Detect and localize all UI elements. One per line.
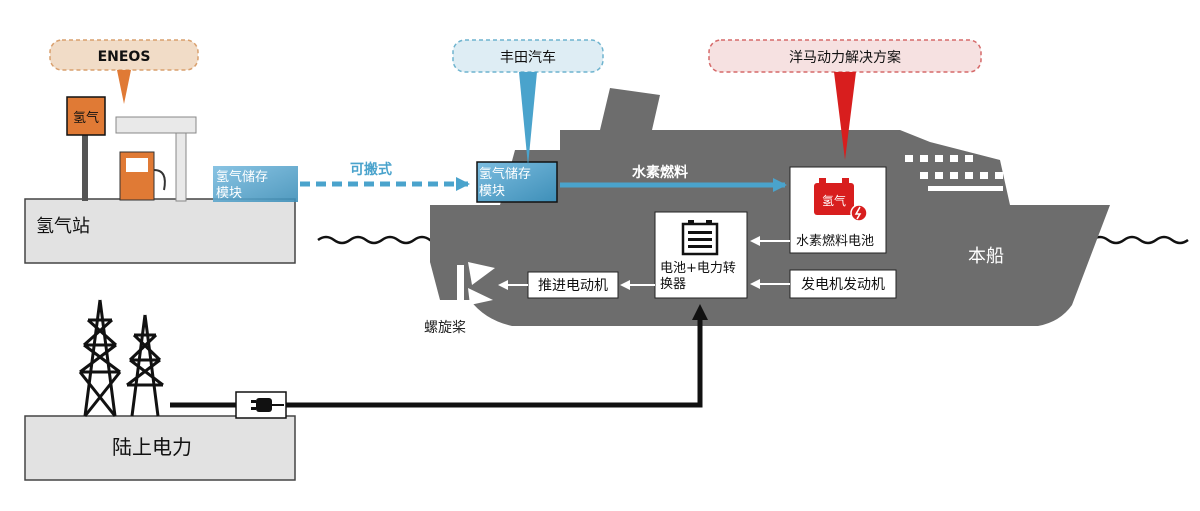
shore-power-line [170, 304, 708, 408]
storage-module-left [213, 166, 298, 202]
shore-power-label: 陆上电力 [112, 435, 192, 459]
plug-icon [235, 391, 287, 419]
storage-left-label-2: 模块 [216, 186, 242, 201]
shore-power-ground [24, 415, 296, 481]
storage-ship-label-1: 氢气储存 [479, 166, 531, 182]
generator-engine-label: 发电机发动机 [801, 277, 885, 293]
storage-ship-label-2: 模块 [479, 184, 505, 199]
ship-hull [430, 205, 1110, 326]
hydrogen-station-ground [24, 198, 296, 264]
fuel-cell-battery-icon: 氢气 [814, 178, 868, 222]
propeller-label: 螺旋桨 [424, 319, 466, 336]
toyota-label: 丰田汽车 [500, 49, 556, 66]
ship-windows [905, 155, 1003, 191]
this-ship-label: 本船 [968, 246, 1004, 267]
portable-label: 可搬式 [350, 161, 392, 178]
converter-label-1: 电池+电力转 [660, 261, 736, 276]
yanmar-label: 洋马动力解决方案 [789, 49, 901, 66]
battery-icon [681, 220, 719, 256]
eneos-pointer [117, 70, 131, 104]
storage-module-ship [476, 161, 558, 203]
fuel-cell-label: 水素燃料电池 [796, 233, 874, 249]
propeller-icon [457, 262, 495, 307]
hydrogen-station-label: 氢气站 [36, 216, 90, 237]
storage-left-label-1: 氢气储存 [216, 169, 268, 185]
propulsion-motor-box [527, 271, 619, 299]
hydrogen-station-icon: 氢气 [66, 96, 197, 202]
h2-sign-label: 氢气 [73, 110, 99, 126]
yanmar-pointer [834, 72, 856, 160]
fuel-cell-icon-label: 氢气 [822, 193, 846, 208]
generator-engine-box [789, 269, 897, 299]
hydrogen-fuel-label: 水素燃料 [632, 164, 688, 181]
eneos-label: ENEOS [98, 49, 151, 65]
yanmar-callout [708, 39, 982, 73]
converter-label-2: 换器 [660, 277, 686, 292]
propulsion-motor-label: 推进电动机 [538, 278, 608, 294]
ship-superstructure-funnel [560, 88, 1010, 205]
power-tower-icon [78, 299, 164, 417]
toyota-pointer [519, 72, 537, 166]
eneos-callout [49, 39, 199, 71]
